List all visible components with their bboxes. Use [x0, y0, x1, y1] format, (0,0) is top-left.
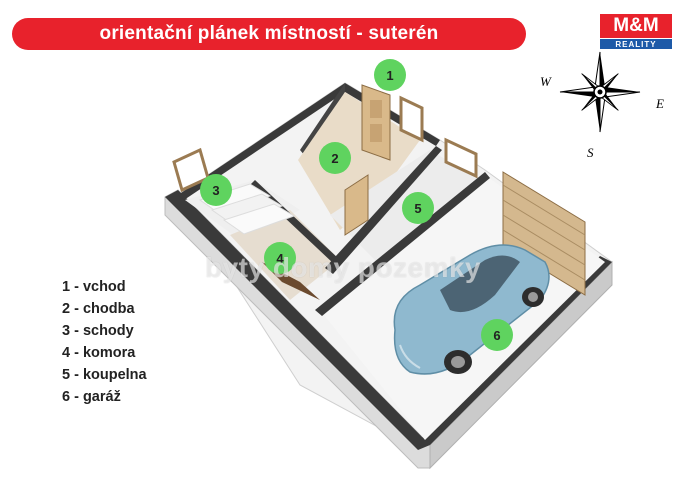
title-banner: orientační plánek místností - suterén — [12, 18, 526, 50]
entrance-door-icon — [361, 84, 391, 161]
legend-item-vchod: 1 - vchod — [62, 279, 126, 295]
svg-text:3: 3 — [212, 183, 219, 198]
svg-text:5: 5 — [414, 201, 421, 216]
legend-item-koupelna: 5 - koupelna — [62, 367, 147, 383]
mm-reality-logo: M&M REALITY — [600, 14, 672, 49]
legend-item-schody: 3 - schody — [62, 323, 134, 339]
compass-east-label: E — [655, 96, 664, 111]
room-legend: 1 - vchod 2 - chodba 3 - schody 4 - komo… — [62, 276, 147, 408]
marker-1: 1 — [374, 59, 406, 91]
marker-4: 4 — [264, 242, 296, 274]
logo-subtitle: REALITY — [600, 39, 672, 49]
legend-item-garaz: 6 - garáž — [62, 389, 121, 405]
legend-item-komora: 4 - komora — [62, 345, 136, 361]
interior-wall-bath — [325, 146, 442, 274]
svg-text:4: 4 — [276, 251, 284, 266]
marker-5: 5 — [402, 192, 434, 224]
garage-door-icon — [502, 171, 586, 296]
svg-text:2: 2 — [331, 151, 338, 166]
marker-3: 3 — [200, 174, 232, 206]
marker-2: 2 — [319, 142, 351, 174]
svg-text:1: 1 — [386, 68, 393, 83]
logo-wordmark: M&M — [600, 14, 672, 38]
car-icon — [393, 244, 550, 375]
page-title: orientační plánek místností - suterén — [99, 23, 439, 44]
marker-6: 6 — [481, 319, 513, 351]
bathroom-door-icon — [344, 174, 369, 236]
window-icon — [172, 95, 478, 193]
legend-item-chodba: 2 - chodba — [62, 301, 135, 317]
compass-rose-icon: W E S — [540, 51, 664, 160]
stairs-icon — [198, 183, 296, 235]
compass-west-label: W — [540, 74, 552, 89]
room-markers: 1 2 3 4 5 6 — [200, 59, 513, 351]
compass-south-label: S — [587, 145, 594, 160]
watermark-text: byty domy pozemky — [205, 252, 482, 283]
interior-wall-garage — [315, 172, 490, 316]
svg-text:6: 6 — [493, 328, 500, 343]
